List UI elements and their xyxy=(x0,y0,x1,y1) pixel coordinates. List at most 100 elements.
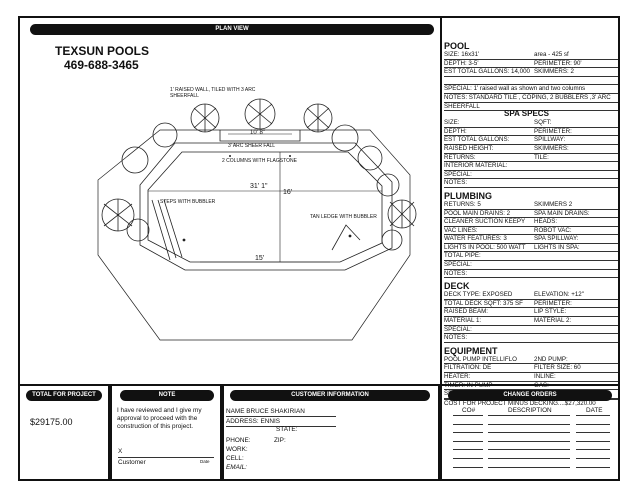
change-order-line[interactable] xyxy=(576,458,610,459)
spec-row: SPECIAL: xyxy=(444,171,618,180)
change-order-line[interactable] xyxy=(488,423,570,425)
customer-email[interactable]: EMAIL: xyxy=(226,464,247,471)
spec-field-left[interactable]: TOTAL PIPE: xyxy=(444,252,481,260)
customer-zip[interactable]: ZIP: xyxy=(274,437,286,444)
change-order-line[interactable] xyxy=(576,423,610,425)
change-order-line[interactable] xyxy=(453,458,483,459)
change-order-line[interactable] xyxy=(576,440,610,442)
spec-field-left[interactable]: WATER FEATURES: 3 xyxy=(444,235,507,243)
spec-field-right[interactable]: FILTER SIZE: 60 xyxy=(534,364,581,372)
spec-field-right[interactable]: LIP STYLE: xyxy=(534,308,567,316)
spec-field-right[interactable]: 2ND PUMP: xyxy=(534,355,568,363)
spec-field-right[interactable]: PERIMETER: xyxy=(534,299,572,307)
change-order-line[interactable] xyxy=(453,466,483,468)
spec-field-left[interactable]: CLEANER SUCTION KEEPY xyxy=(444,218,526,226)
spec-field-left[interactable]: SPECIAL: xyxy=(444,325,472,333)
spec-field-right[interactable]: ROBOT VAC: xyxy=(534,226,572,234)
spec-field-left[interactable]: VAC LINES: xyxy=(444,226,478,234)
date-signature-label: Date xyxy=(200,459,210,464)
spec-field-right[interactable]: SPILLWAY: xyxy=(534,136,566,144)
spec-field-right[interactable]: SQFT: xyxy=(534,119,552,127)
spec-field-left[interactable]: SPECIAL: xyxy=(444,170,472,178)
spec-row: SPECIAL: xyxy=(444,261,618,270)
spec-field-right[interactable]: MATERIAL 2: xyxy=(534,317,572,325)
spec-field-right[interactable]: ELEVATION: +12" xyxy=(534,291,584,299)
spec-field-left[interactable]: INTERIOR MATERIAL: xyxy=(444,162,508,170)
change-order-line[interactable] xyxy=(453,449,483,451)
spec-field-left[interactable]: RAISED BEAM: xyxy=(444,308,489,316)
spec-field-left[interactable]: NOTES: STANDARD TILE , COPING, 2 BUBBLER… xyxy=(444,93,611,101)
spec-field-left[interactable]: FILTRATION: DE xyxy=(444,364,492,372)
spec-field-right[interactable]: PERIMETER: 90' xyxy=(534,59,582,67)
spec-field-left[interactable]: DECK TYPE: EXPOSED xyxy=(444,291,513,299)
spec-field-right[interactable]: SKIMMERS 2 xyxy=(534,200,573,208)
change-order-line[interactable] xyxy=(576,466,610,468)
note-box xyxy=(110,384,222,481)
spec-field-left[interactable]: DEPTH: xyxy=(444,127,467,135)
spec-row: HEATER: INLINE: xyxy=(444,373,618,382)
spec-row: WATER FEATURES: 3 SPA SPILLWAY: xyxy=(444,235,618,244)
change-order-line[interactable] xyxy=(576,449,610,451)
change-order-line[interactable] xyxy=(488,440,570,442)
spec-field-left[interactable]: POOL MAIN DRAINS: 2 xyxy=(444,209,511,217)
spec-field-left[interactable]: SPECIAL: xyxy=(444,261,472,269)
spec-field-left[interactable]: SIZE: 16x31' xyxy=(444,51,480,58)
change-order-line[interactable] xyxy=(488,449,570,451)
customer-address[interactable]: ADDRESS: ENNIS xyxy=(226,417,336,427)
spec-field-left[interactable]: EST TOTAL GALLONS: xyxy=(444,136,510,144)
spec-field-left[interactable]: RAISED HEIGHT: xyxy=(444,144,494,152)
spec-field-right[interactable]: SPA SPILLWAY: xyxy=(534,235,579,243)
change-order-line[interactable] xyxy=(576,432,610,434)
customer-cell[interactable]: CELL: xyxy=(226,455,244,462)
spec-field-left[interactable]: EST TOTAL GALLONS: 14,000 xyxy=(444,68,530,76)
spec-field-left[interactable]: POOL PUMP INTELLIFLO xyxy=(444,355,517,363)
spec-field-left[interactable]: HEATER: xyxy=(444,373,471,380)
change-order-line[interactable] xyxy=(576,415,610,416)
change-order-line[interactable] xyxy=(453,432,483,434)
spec-field-left[interactable]: LIGHTS IN POOL: 500 WATT xyxy=(444,243,526,251)
dimension-width: 16' xyxy=(283,189,293,196)
spec-field-right[interactable]: area - 425 sf xyxy=(534,51,569,58)
customer-name[interactable]: NAME BRUCE SHAKIRIAN xyxy=(226,407,336,417)
change-order-line[interactable] xyxy=(488,415,570,416)
equipment-section-title: EQUIPMENT xyxy=(444,345,498,356)
signature-x: X xyxy=(118,448,123,455)
spec-field-right[interactable]: PERIMETER: xyxy=(534,127,572,135)
spec-field-left[interactable]: NOTES: xyxy=(444,269,468,277)
spec-field-left[interactable]: SIZE: xyxy=(444,119,460,127)
spec-row: SIZE: 16x31' area - 425 sf xyxy=(444,51,618,60)
spec-field-right[interactable]: SPA MAIN DRAINS: xyxy=(534,209,590,217)
customer-phone[interactable]: PHONE: xyxy=(226,437,251,444)
spec-field-right[interactable]: HEADS: xyxy=(534,218,558,226)
spec-field-left[interactable]: DEPTH: 3-5' xyxy=(444,59,479,67)
spec-field-right[interactable]: LIGHTS IN SPA: xyxy=(534,243,580,251)
ledge-note: TAN LEDGE WITH BUBBLER xyxy=(310,214,377,220)
spec-field-left[interactable]: SHEERFALL xyxy=(444,102,480,110)
customer-state[interactable]: STATE: xyxy=(276,426,298,433)
change-order-line[interactable] xyxy=(453,415,483,416)
spec-field-right[interactable]: SKIMMERS: xyxy=(534,144,569,152)
company-phone: 469-688-3465 xyxy=(64,58,139,72)
change-order-line[interactable] xyxy=(488,458,570,459)
spec-field-right[interactable]: TILE: xyxy=(534,153,549,161)
spec-field-left[interactable]: NOTES: xyxy=(444,334,468,342)
spec-row: MATERIAL 1: MATERIAL 2: xyxy=(444,317,618,326)
change-order-line[interactable] xyxy=(453,440,483,442)
customer-title: CUSTOMER INFORMATION xyxy=(230,390,430,401)
spec-field-right[interactable]: INLINE: xyxy=(534,373,556,380)
spec-row: INTERIOR MATERIAL: xyxy=(444,162,618,171)
spec-field-left[interactable]: MATERIAL 1: xyxy=(444,317,482,325)
customer-work[interactable]: WORK: xyxy=(226,446,248,453)
spec-field-left[interactable]: NOTES: xyxy=(444,179,468,187)
spec-field-left[interactable]: TOTAL DECK SQFT: 375 SF xyxy=(444,299,523,307)
change-order-line[interactable] xyxy=(453,423,483,425)
change-order-line[interactable] xyxy=(488,466,570,468)
spec-field-left[interactable] xyxy=(444,77,618,85)
spec-row: TOTAL PIPE: xyxy=(444,252,618,262)
spec-field-left[interactable]: SPECIAL: 1' raised wall as shown and two… xyxy=(444,85,586,93)
spec-field-right[interactable]: SKIMMERS: 2 xyxy=(534,68,574,76)
change-order-line[interactable] xyxy=(488,432,570,434)
note-title: NOTE xyxy=(120,390,214,401)
spec-field-left[interactable]: RETURNS: 5 xyxy=(444,200,481,208)
spec-field-left[interactable]: RETURNS: xyxy=(444,153,476,161)
